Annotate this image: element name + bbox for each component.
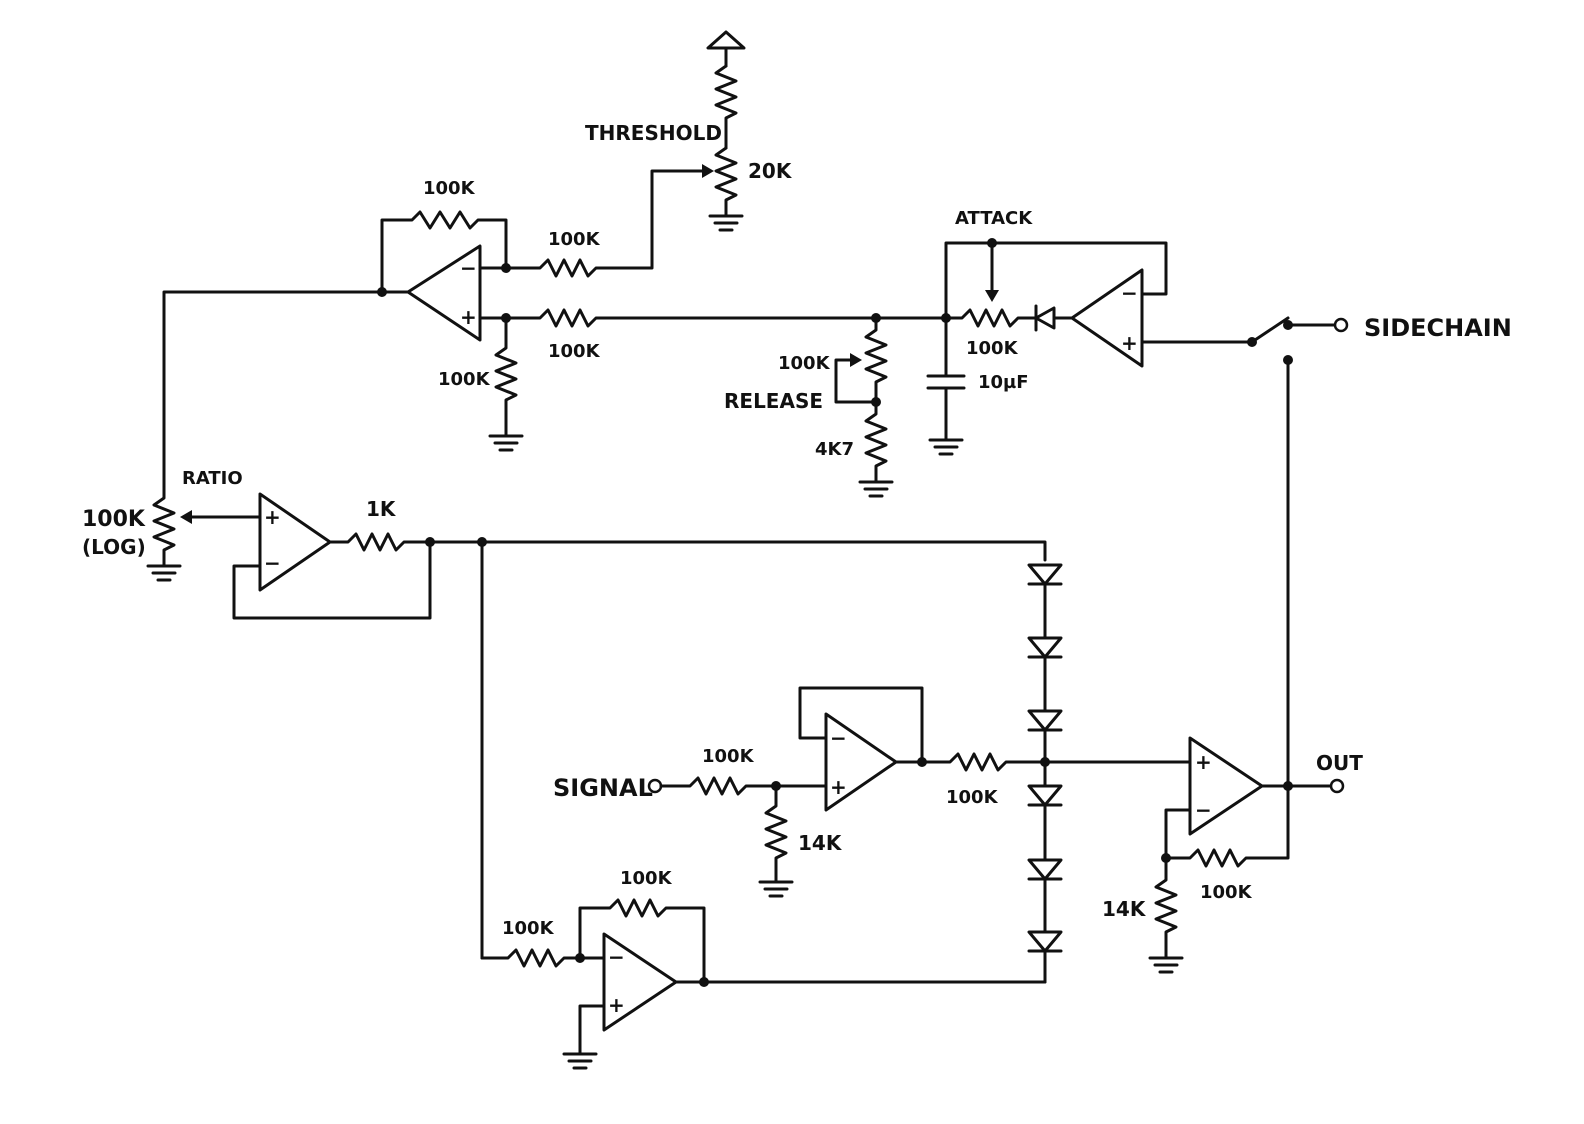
- label-release: RELEASE: [724, 389, 823, 413]
- resistor-out-gain: [1154, 856, 1178, 960]
- terminal-out[interactable]: [1329, 778, 1345, 794]
- opamp-inverter-plus: +: [608, 993, 625, 1017]
- wire-diffamp-feedback: [380, 210, 508, 294]
- resistor-release-pot: [864, 316, 888, 404]
- resistor-signal-in: [659, 776, 828, 796]
- label-r-release-pot: 100K: [778, 353, 831, 374]
- terminal-sidechain[interactable]: [1333, 317, 1349, 333]
- label-r-out-feedback: 100K: [1200, 882, 1253, 903]
- wire-ratio-feedback: [232, 540, 432, 620]
- label-signal: SIGNAL: [553, 774, 653, 802]
- resistor-inverter-input: [480, 948, 606, 968]
- label-r-inv-input: 100K: [502, 918, 555, 939]
- release-wiper: [834, 353, 878, 404]
- resistor-threshold-upper: [714, 64, 738, 150]
- opamp-input-plus: +: [830, 775, 847, 799]
- label-c-attack: 10µF: [978, 372, 1029, 393]
- threshold-wiper: [609, 164, 714, 270]
- diode-ladder-bottom: [1027, 760, 1063, 984]
- opamp-inverter-minus: −: [608, 945, 625, 969]
- resistor-noninv-ground: [494, 316, 518, 438]
- terminal-signal[interactable]: [647, 778, 663, 794]
- resistor-ratio-out: [328, 532, 432, 552]
- opamp-difference-plus: +: [460, 305, 477, 329]
- attack-wiper: [944, 241, 1168, 320]
- label-r-buffer-out: 100K: [946, 787, 999, 808]
- label-r-ratio-taper: (LOG): [82, 535, 146, 559]
- wire-inverter-ground: [578, 1004, 606, 1056]
- opamp-ratio-plus: +: [264, 505, 281, 529]
- label-r-inv-feedback: 100K: [620, 868, 673, 889]
- sidechain-switch[interactable]: [1250, 316, 1338, 788]
- resistor-buffer-out: [894, 752, 1192, 772]
- label-r-out-gain: 14K: [1102, 897, 1147, 921]
- resistor-ratio-pot: [152, 486, 176, 568]
- label-out: OUT: [1316, 751, 1363, 775]
- resistor-out-feedback: [1164, 784, 1290, 868]
- junction-dots: [377, 238, 1293, 987]
- opamp-difference: [406, 244, 482, 342]
- opamp-output-minus: −: [1195, 798, 1212, 822]
- diode-ladder-top: [1027, 563, 1063, 788]
- ground-signal-div: [758, 880, 794, 898]
- opamp-sidechain: [1070, 268, 1144, 368]
- ground-ratio: [146, 564, 182, 582]
- wire-output-neg: [1164, 808, 1192, 860]
- ground-attack-cap: [928, 438, 964, 456]
- resistor-inverter-feedback: [578, 898, 706, 984]
- ground-threshold: [708, 214, 744, 232]
- opamp-output-plus: +: [1195, 750, 1212, 774]
- ground-output: [1148, 956, 1184, 974]
- label-r-signal-in: 100K: [702, 746, 755, 767]
- resistor-signal-div: [764, 784, 788, 884]
- wire-input-feedback: [798, 686, 924, 764]
- opamp-difference-minus: −: [460, 256, 477, 280]
- opamp-output: [1188, 736, 1264, 836]
- wire-ratio-bus: [428, 540, 1047, 562]
- opamp-ratio-buffer: [258, 492, 332, 592]
- ground-noninv: [488, 434, 524, 452]
- label-r-release-fixed: 4K7: [815, 439, 854, 460]
- label-r-feedback-top: 100K: [423, 178, 476, 199]
- label-sidechain: SIDECHAIN: [1364, 314, 1512, 342]
- resistor-noninv-input: [478, 308, 946, 328]
- opamp-sidechain-minus: −: [1121, 281, 1138, 305]
- label-r-ratio-value: 100K: [82, 507, 146, 532]
- diode-rectifier: [1034, 304, 1074, 332]
- label-r-attack: 100K: [966, 338, 1019, 359]
- opamp-input-buffer: [824, 712, 898, 812]
- label-r-noninv-ground: 100K: [438, 369, 491, 390]
- capacitor-attack: [926, 374, 966, 442]
- resistor-threshold-input: [478, 258, 613, 278]
- opamp-input-minus: −: [830, 726, 847, 750]
- resistor-attack: [944, 308, 1038, 328]
- opamp-inverter: [602, 932, 678, 1032]
- resistor-release-fixed: [864, 400, 888, 484]
- label-threshold: THRESHOLD: [585, 121, 722, 145]
- label-ratio: RATIO: [182, 468, 243, 489]
- supply-rail-symbol: [706, 30, 746, 68]
- label-attack: ATTACK: [955, 208, 1033, 229]
- wire-diffamp-output: [162, 290, 410, 490]
- label-r-threshold: 20K: [748, 159, 793, 183]
- label-r-signal-div: 14K: [798, 831, 843, 855]
- ratio-wiper: [180, 510, 262, 524]
- label-r-threshold-input: 100K: [548, 229, 601, 250]
- label-r-noninv-input: 100K: [548, 341, 601, 362]
- resistor-threshold-pot: [714, 146, 738, 218]
- opamp-ratio-minus: −: [264, 551, 281, 575]
- ground-inverter: [562, 1052, 598, 1070]
- label-r-ratio-out: 1K: [366, 497, 397, 521]
- opamp-sidechain-plus: +: [1121, 331, 1138, 355]
- ground-release: [858, 480, 894, 498]
